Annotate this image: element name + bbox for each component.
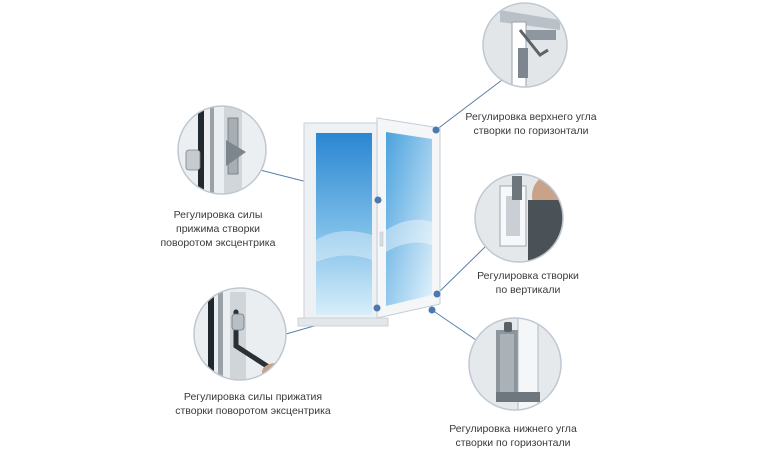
anchor-dot-right-mid: [433, 290, 441, 298]
eccentric-pin-photo: [177, 105, 267, 195]
caption-left-lower: Регулировка силы прижатия створки поворо…: [168, 390, 338, 418]
caption-top-right-line-1: Регулировка верхнего угла: [465, 111, 597, 123]
bottom-corner-hinge-photo: [468, 317, 562, 411]
window-illustration: [297, 117, 441, 327]
anchor-dot-right-low: [428, 306, 436, 314]
caption-right-mid-line-2: по вертикали: [495, 284, 561, 296]
caption-right-low-line-2: створки по горизонтали: [455, 437, 571, 449]
anchor-dot-top-right: [432, 126, 440, 134]
caption-top-right: Регулировка верхнего угла створки по гор…: [456, 110, 606, 138]
caption-top-right-line-2: створки по горизонтали: [473, 125, 589, 137]
caption-right-mid-line-1: Регулировка створки: [477, 270, 579, 282]
connector-right-low: [431, 309, 477, 341]
caption-right-low: Регулировка нижнего угла створки по гори…: [438, 422, 588, 450]
vertical-adjust-photo: [474, 173, 564, 263]
caption-left-upper-line-3: поворотом эксцентрика: [160, 237, 276, 249]
anchor-dot-left-upper: [374, 196, 382, 204]
caption-left-upper-line-1: Регулировка силы: [173, 209, 263, 221]
hex-key-eccentric-photo: [193, 287, 287, 381]
caption-left-lower-line-2: створки поворотом эксцентрика: [175, 405, 331, 417]
caption-left-upper: Регулировка силы прижима створки поворот…: [148, 208, 288, 250]
caption-left-lower-line-1: Регулировка силы прижатия: [183, 391, 323, 403]
connector-top-right: [435, 79, 503, 131]
anchor-dots: [373, 126, 441, 314]
caption-right-mid: Регулировка створки по вертикали: [463, 269, 593, 297]
connector-right-mid: [436, 245, 487, 295]
caption-left-upper-line-2: прижима створки: [176, 223, 260, 235]
anchor-dot-left-lower: [373, 304, 381, 312]
top-corner-hinge-photo: [482, 2, 568, 88]
caption-right-low-line-1: Регулировка нижнего угла: [449, 423, 577, 435]
